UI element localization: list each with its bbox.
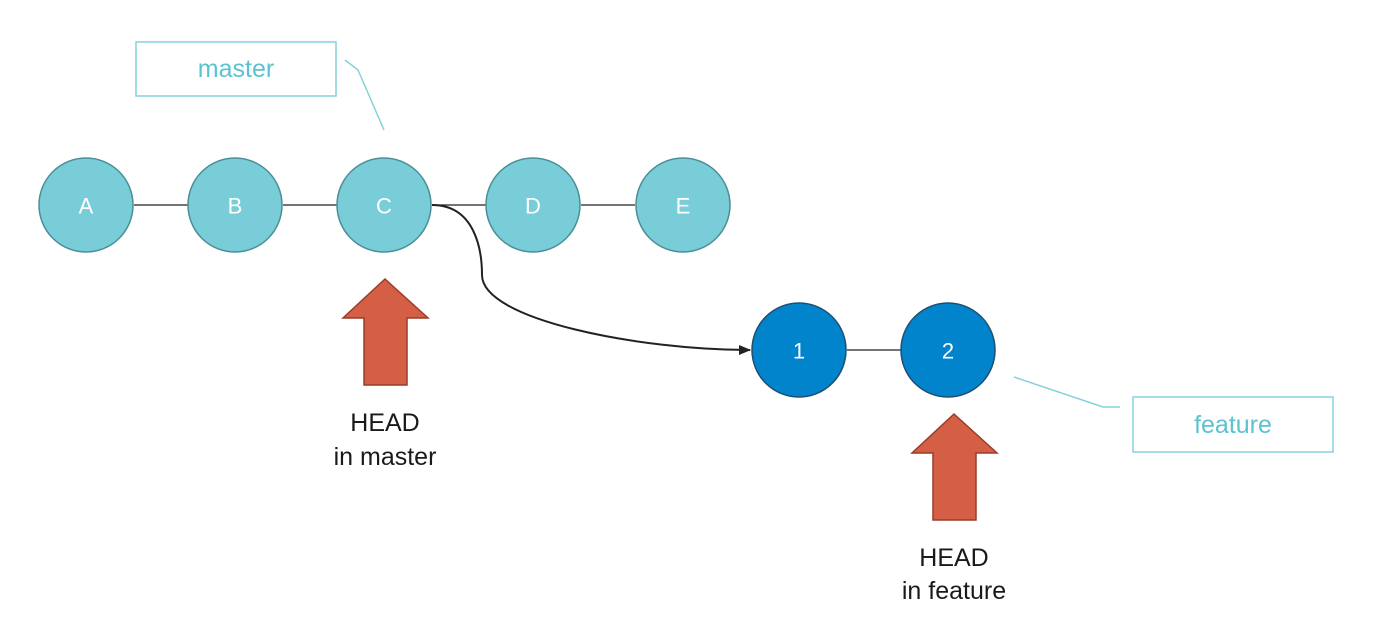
master-branch-callout: master xyxy=(135,41,385,131)
commit-b: B xyxy=(187,157,283,253)
feature-branch-callout: feature xyxy=(1013,376,1334,453)
commit-e-label: E xyxy=(676,194,691,219)
commit-a: A xyxy=(38,157,134,253)
commit-c: C xyxy=(336,157,432,253)
commit-b-circle xyxy=(187,157,283,253)
commit-c-label: C xyxy=(376,194,392,219)
head-master-label-line1: HEAD xyxy=(350,409,419,437)
commit-1: 1 xyxy=(751,302,847,398)
head-master-arrow-icon xyxy=(341,277,430,386)
commit-1-circle xyxy=(751,302,847,398)
master-branch-label: master xyxy=(198,55,274,83)
commit-e-circle xyxy=(635,157,731,253)
feature-branch-label: feature xyxy=(1194,411,1272,439)
head-feature-label-line2: in feature xyxy=(902,577,1006,605)
master-branch-box xyxy=(135,41,337,97)
branch-curve-c-1 xyxy=(431,204,751,355)
commit-2-label: 2 xyxy=(942,339,954,364)
commit-d-circle xyxy=(485,157,581,253)
commit-c-circle xyxy=(336,157,432,253)
head-feature-pointer: HEAD in feature xyxy=(902,412,1006,605)
commit-1-label: 1 xyxy=(793,339,805,364)
commit-a-circle xyxy=(38,157,134,253)
commit-b-label: B xyxy=(228,194,243,219)
head-feature-arrow-icon xyxy=(910,412,999,521)
feature-callout-line xyxy=(1013,376,1120,408)
commit-d: D xyxy=(485,157,581,253)
commit-2-circle xyxy=(900,302,996,398)
master-callout-line xyxy=(344,59,385,131)
head-feature-label-line1: HEAD xyxy=(919,544,988,572)
commit-e: E xyxy=(635,157,731,253)
commit-d-label: D xyxy=(525,194,541,219)
head-master-label-line2: in master xyxy=(334,443,437,471)
commit-a-label: A xyxy=(79,194,94,219)
head-master-pointer: HEAD in master xyxy=(334,277,437,471)
feature-branch-box xyxy=(1132,396,1334,453)
commit-2: 2 xyxy=(900,302,996,398)
